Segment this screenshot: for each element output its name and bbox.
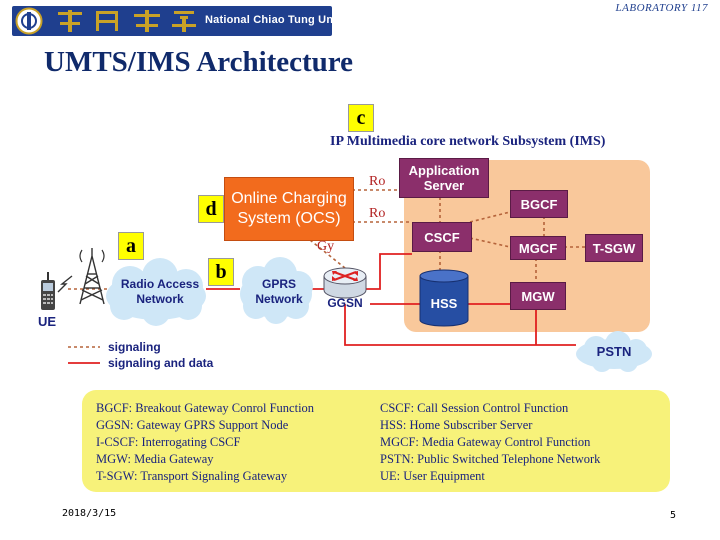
university-name: National Chiao Tung University xyxy=(205,14,374,26)
gy-interface-label: Gy xyxy=(317,239,335,254)
ran-line2: Network xyxy=(136,292,184,306)
page-title: UMTS/IMS Architecture xyxy=(44,46,354,78)
hss-database-icon xyxy=(419,269,469,327)
marker-d: d xyxy=(198,195,224,223)
gprs-label: GPRS Network xyxy=(244,277,314,307)
glossary-item: CSCF: Call Session Control Function xyxy=(380,401,569,415)
glossary-item: PSTN: Public Switched Telephone Network xyxy=(380,452,601,466)
tsgw-box: T-SGW xyxy=(585,234,643,262)
ggsn-label: GGSN xyxy=(327,296,363,310)
glossary-item: MGCF: Media Gateway Control Function xyxy=(380,435,591,449)
ocs-line1: Online Charging xyxy=(231,190,347,207)
glossary-item: MGW: Media Gateway xyxy=(96,452,214,466)
glossary-item: GGSN: Gateway GPRS Support Node xyxy=(96,418,289,432)
gprs-line1: GPRS xyxy=(261,277,296,291)
mobile-phone-icon xyxy=(41,272,55,310)
university-logo-icon xyxy=(58,10,196,32)
glossary-item: T-SGW: Transport Signaling Gateway xyxy=(96,469,288,483)
glossary-left: BGCF: Breakout Gateway Conrol Function G… xyxy=(96,400,314,485)
bgcf-box: BGCF xyxy=(510,190,568,218)
pstn-label: PSTN xyxy=(596,344,632,359)
hss-label: HSS xyxy=(430,295,458,311)
ue-label: UE xyxy=(38,314,57,329)
mgcf-box: MGCF xyxy=(510,236,566,260)
page-number: 5 xyxy=(670,510,677,521)
glossary-box xyxy=(82,390,670,492)
gprs-network-cloud-icon xyxy=(240,257,313,324)
mgw-box: MGW xyxy=(510,282,566,310)
glossary-item: BGCF: Breakout Gateway Conrol Function xyxy=(96,401,315,415)
marker-a: a xyxy=(118,232,144,260)
application-server-line1: Application xyxy=(408,163,480,178)
legend-signaling-data: signaling and data xyxy=(108,356,214,370)
ggsn-router-icon xyxy=(323,267,367,299)
legend-signaling: signaling xyxy=(108,340,161,354)
ran-line1: Radio Access xyxy=(120,277,200,291)
university-banner xyxy=(12,6,332,36)
marker-b: b xyxy=(208,258,234,286)
cscf-box: CSCF xyxy=(412,222,472,252)
pstn-cloud-icon xyxy=(576,331,652,372)
ro-interface-label-1: Ro xyxy=(369,174,386,189)
gprs-line2: Network xyxy=(255,292,303,306)
glossary-item: I-CSCF: Interrogating CSCF xyxy=(96,435,241,449)
radio-tower-icon xyxy=(79,248,105,305)
ocs-box: Online Charging System (OCS) xyxy=(224,177,354,241)
marker-c: c xyxy=(348,104,374,132)
glossary-item: HSS: Home Subscriber Server xyxy=(380,418,533,432)
signal-bolt-icon xyxy=(57,275,73,293)
ran-label: Radio Access Network xyxy=(108,277,212,307)
radio-access-network-cloud-icon xyxy=(106,258,206,326)
footer-date: 2018/3/15 xyxy=(62,508,117,519)
glossary-item: UE: User Equipment xyxy=(380,469,485,483)
application-server-line2: Server xyxy=(423,178,465,193)
lab-label: LABORATORY 117 xyxy=(615,2,708,14)
glossary-right: CSCF: Call Session Control Function HSS:… xyxy=(380,400,600,485)
application-server-box: Application Server xyxy=(399,158,489,198)
ims-title: IP Multimedia core network Subsystem (IM… xyxy=(330,134,606,149)
ocs-line2: System (OCS) xyxy=(237,210,341,227)
university-seal-icon xyxy=(15,7,43,35)
ro-interface-label-2: Ro xyxy=(369,206,386,221)
